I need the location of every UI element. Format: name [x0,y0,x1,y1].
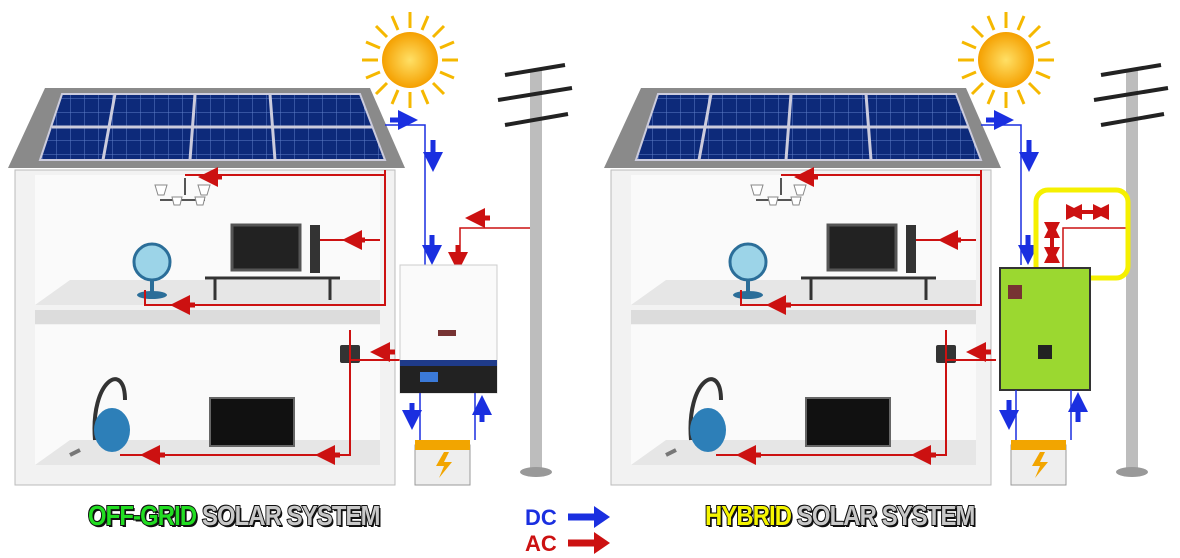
off-grid-title-highlight: OFF-GRID [87,499,198,532]
hybrid-title-rest: SOLAR SYSTEM [796,499,976,532]
off-grid-inverter [399,264,498,394]
dc-arrow-icon [568,506,610,528]
off-grid-house [8,12,572,485]
hybrid-house [604,12,1168,485]
off-grid-title-rest: SOLAR SYSTEM [201,499,381,532]
legend-ac-label: AC [525,531,557,556]
ac-arrow-icon [568,532,610,554]
legend-dc-label: DC [525,505,557,530]
off-grid-title: OFF-GRID SOLAR SYSTEM [87,499,381,532]
hybrid-inverter [999,267,1091,391]
grid-tie-highlight [1033,187,1131,281]
hybrid-title-highlight: HYBRID [704,499,793,532]
hybrid-title: HYBRID SOLAR SYSTEM [704,499,976,532]
